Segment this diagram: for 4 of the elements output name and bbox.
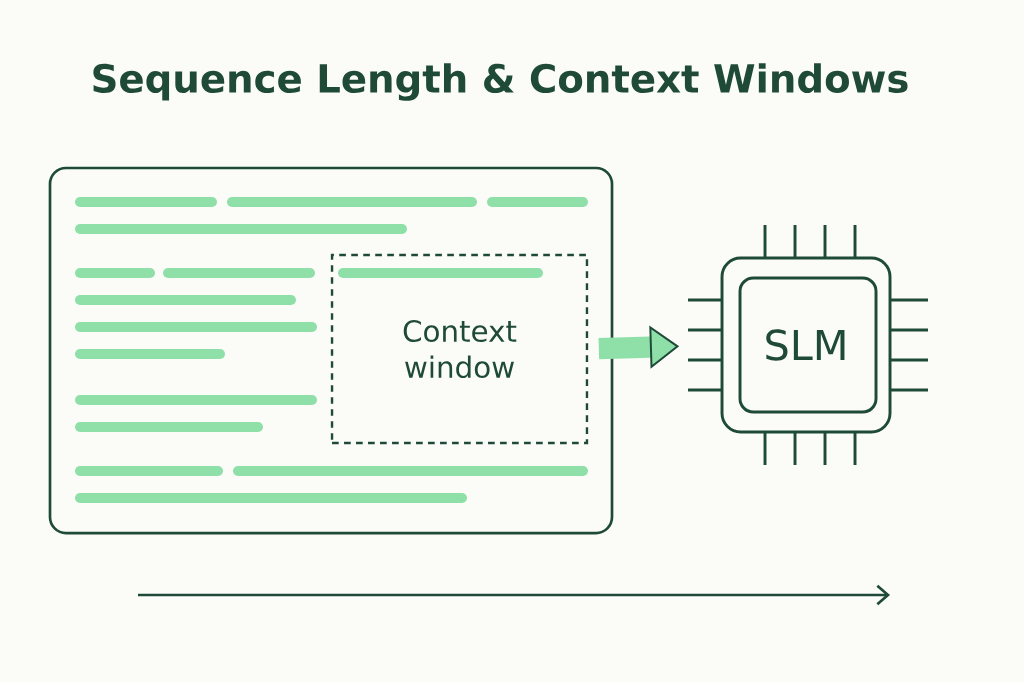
title: Sequence Length & Context Windows — [93, 63, 908, 101]
chip-drawing: SLM — [688, 225, 928, 465]
context-window-box: Context window — [330, 253, 589, 445]
document-box — [48, 166, 614, 535]
